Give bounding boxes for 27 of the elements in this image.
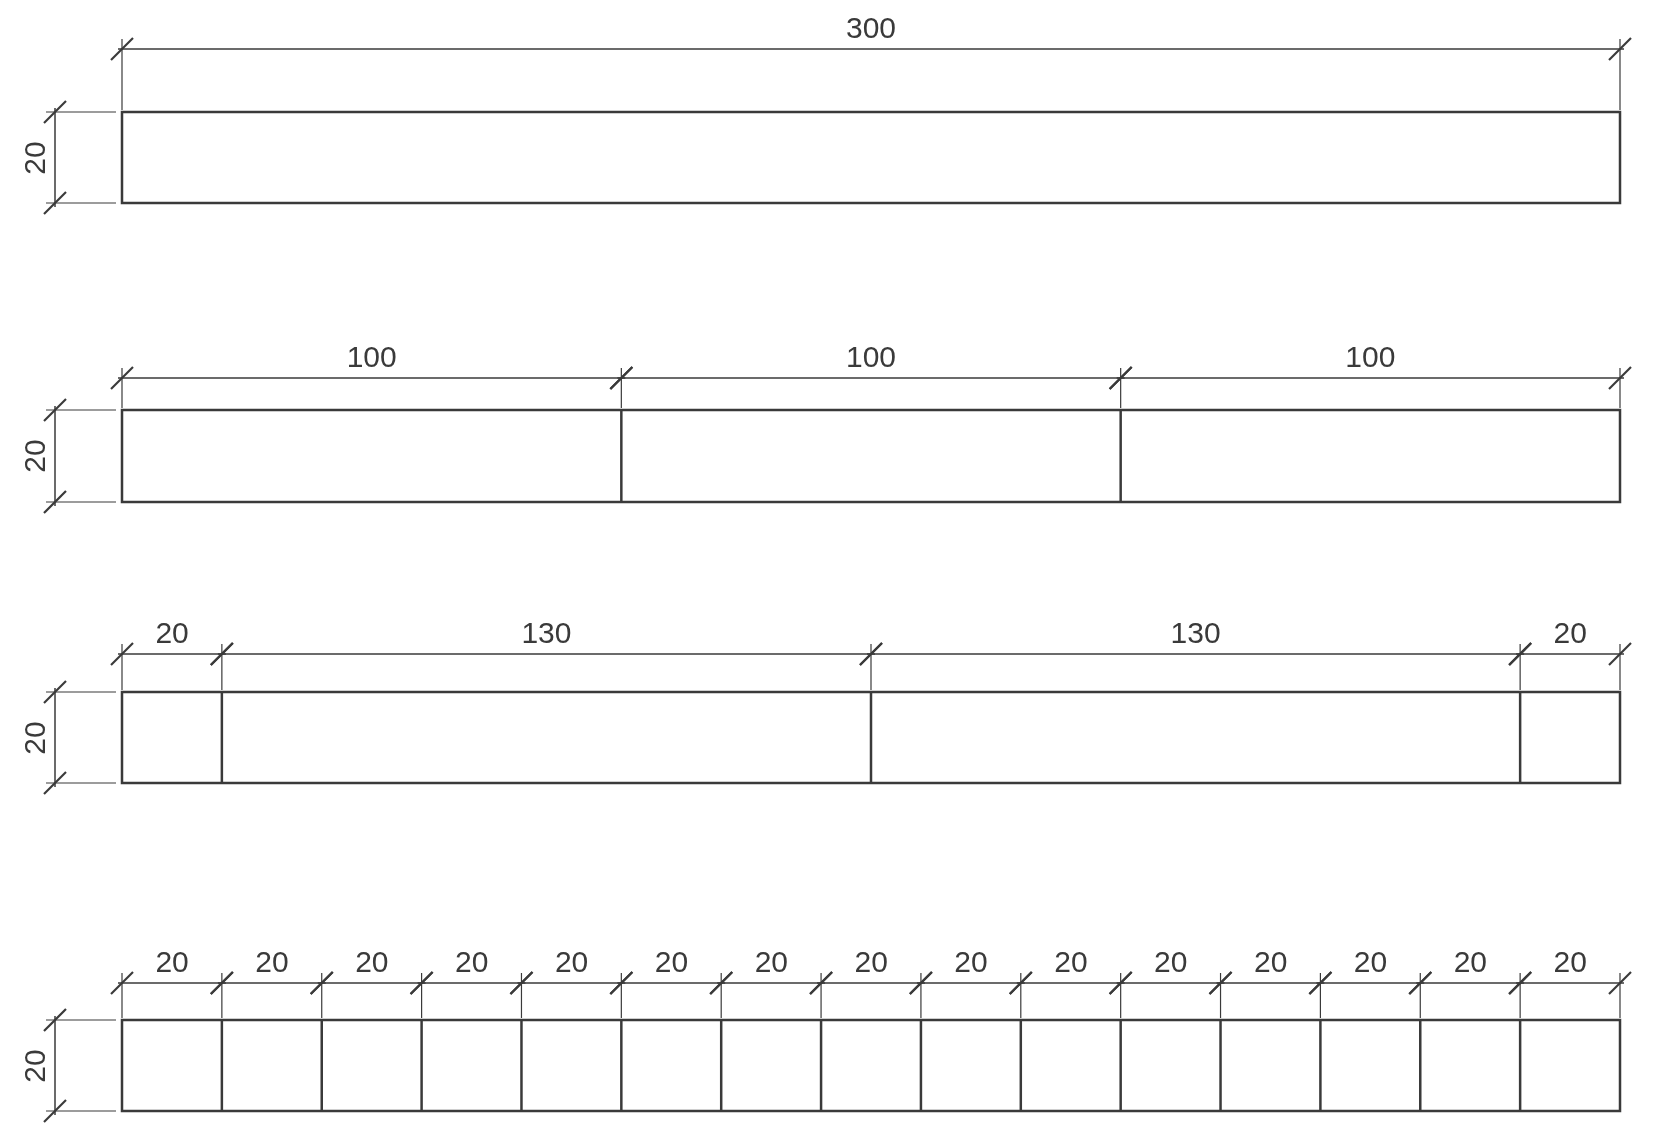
dimension-label: 100 xyxy=(1345,342,1396,372)
dimension-label: 20 xyxy=(1553,618,1587,648)
dimension-label: 100 xyxy=(846,342,897,372)
dimension-label: 20 xyxy=(455,947,489,977)
dimension-label: 20 xyxy=(1553,947,1587,977)
dimension-label: 20 xyxy=(355,947,389,977)
dimension-label: 20 xyxy=(255,947,289,977)
dimension-label: 20 xyxy=(1154,947,1188,977)
dimension-label: 20 xyxy=(554,947,589,977)
dimension-label: 20 xyxy=(1054,947,1088,977)
dimension-label: 20 xyxy=(19,439,50,473)
dimension-label: 20 xyxy=(654,947,689,977)
dimension-label: 20 xyxy=(1353,947,1388,977)
dimension-label: 20 xyxy=(1453,947,1488,977)
dimension-label: 130 xyxy=(521,618,572,648)
dimension-label: 20 xyxy=(19,140,50,175)
dimension-label: 20 xyxy=(1253,947,1288,977)
dimension-label: 20 xyxy=(155,947,189,977)
dimension-label: 20 xyxy=(754,947,788,977)
dimension-label: 130 xyxy=(1170,618,1221,648)
dimension-label: 300 xyxy=(846,13,897,43)
dimension-label: 20 xyxy=(19,720,50,755)
dimension-label: 20 xyxy=(155,618,189,648)
dimension-label: 20 xyxy=(19,1048,50,1083)
dimension-label: 20 xyxy=(854,947,888,977)
dimension-label: 20 xyxy=(954,947,988,977)
dimension-label: 100 xyxy=(346,342,397,372)
